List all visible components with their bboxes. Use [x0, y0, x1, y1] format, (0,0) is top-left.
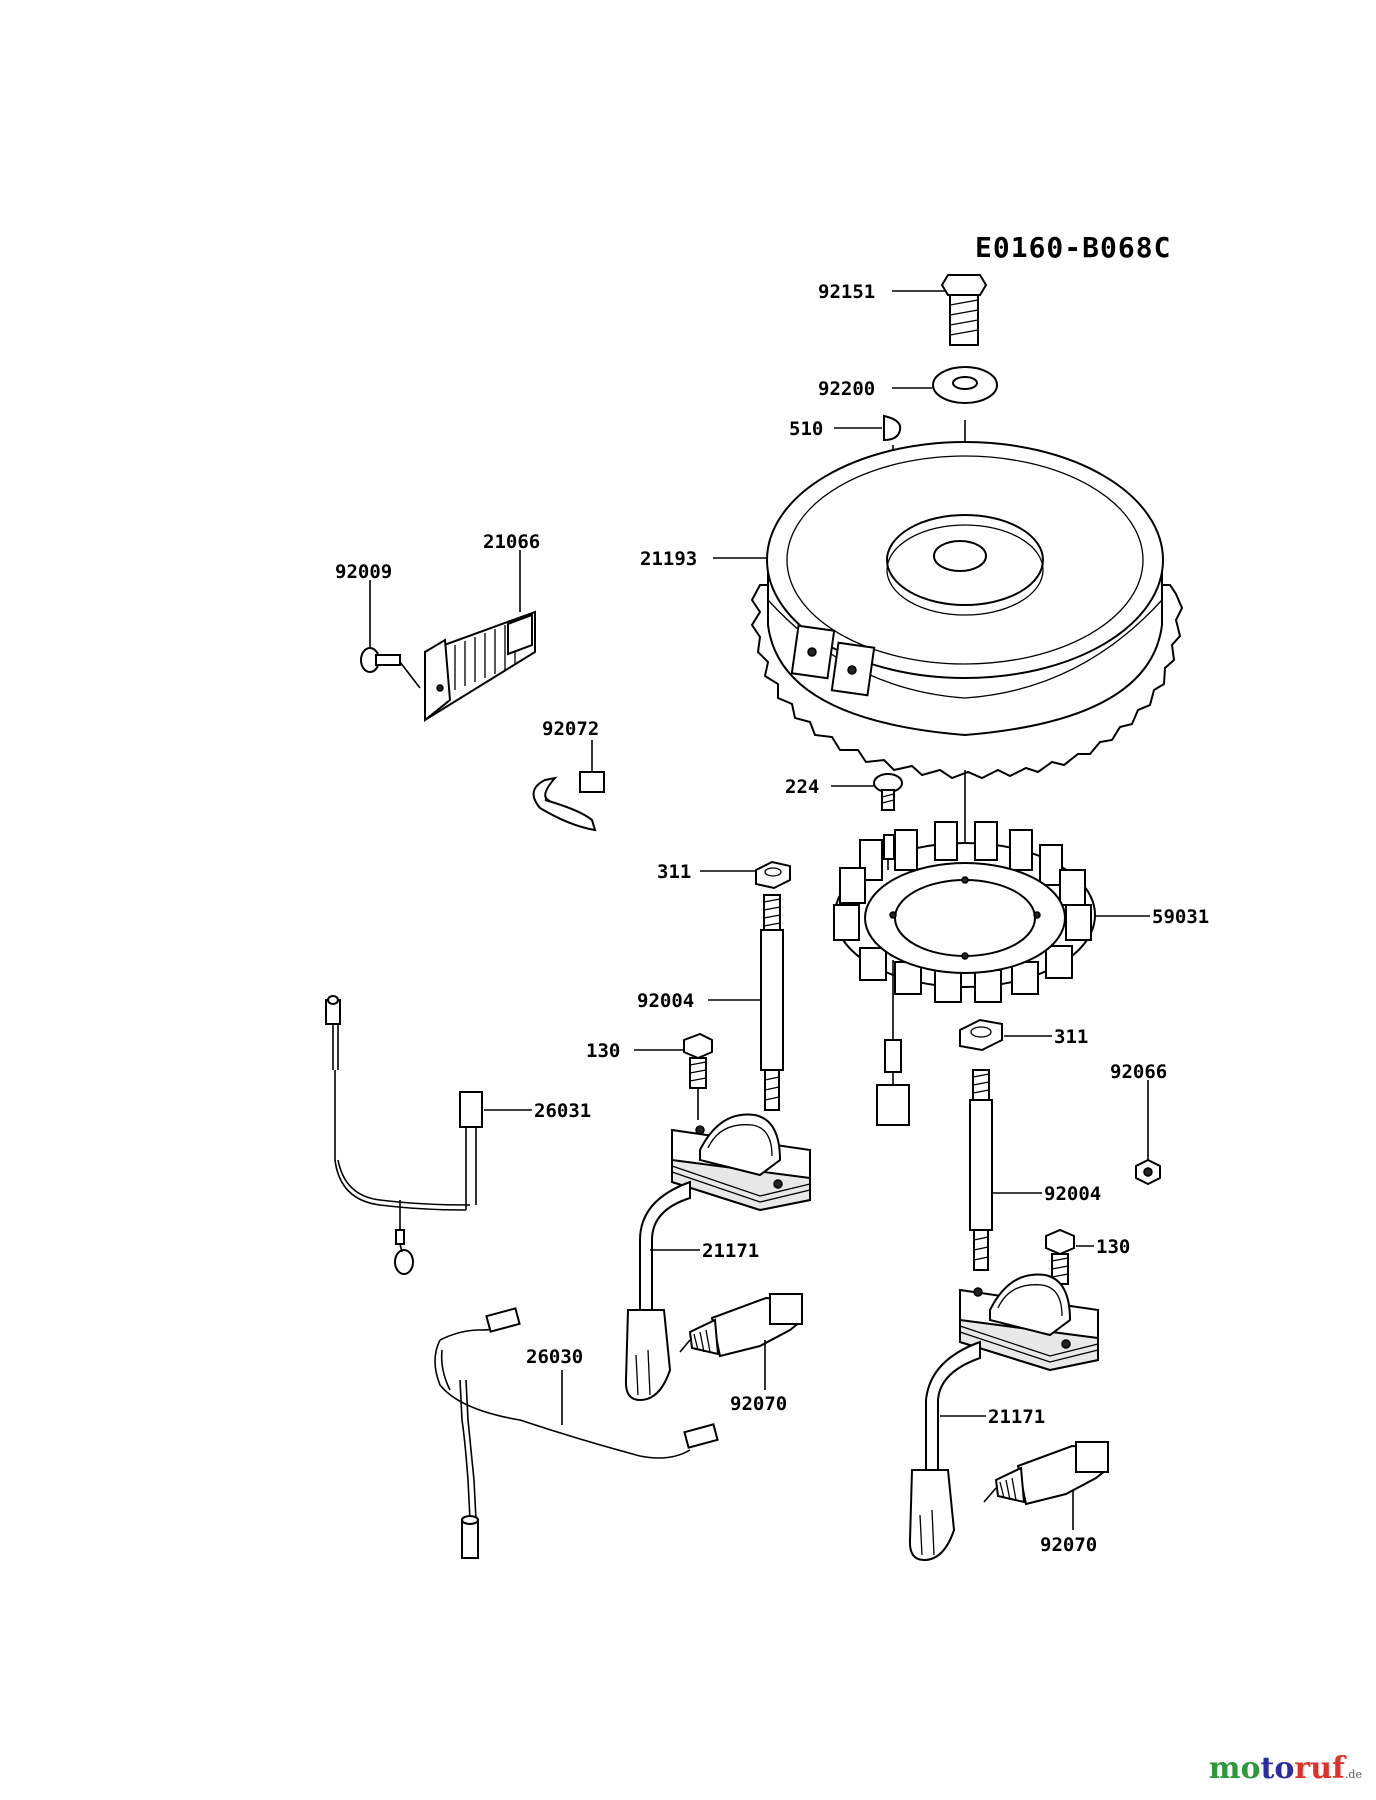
fitting-92066[interactable]: [1135, 1158, 1161, 1186]
nut-311-lower[interactable]: [959, 1018, 1003, 1052]
nut-311-upper[interactable]: [755, 860, 791, 890]
label-92004-right[interactable]: 92004: [1044, 1183, 1101, 1205]
label-510[interactable]: 510: [789, 418, 823, 440]
label-130-left[interactable]: 130: [586, 1040, 620, 1062]
label-92072[interactable]: 92072: [542, 718, 599, 740]
label-92151[interactable]: 92151: [818, 281, 875, 303]
regulator-21066[interactable]: [424, 610, 536, 723]
label-26031[interactable]: 26031: [534, 1100, 591, 1122]
flywheel-21193[interactable]: [750, 441, 1184, 780]
label-92070-right[interactable]: 92070: [1040, 1534, 1097, 1556]
label-130-right[interactable]: 130: [1096, 1236, 1130, 1258]
screw-224[interactable]: [873, 773, 903, 811]
label-92004-left[interactable]: 92004: [637, 990, 694, 1012]
ignition-coil-21171-left[interactable]: [624, 1113, 811, 1402]
site-watermark: motoruf.de: [1208, 1751, 1362, 1786]
label-21066[interactable]: 21066: [483, 531, 540, 553]
label-92200[interactable]: 92200: [818, 378, 875, 400]
lead-26030[interactable]: [434, 1307, 719, 1559]
label-92009[interactable]: 92009: [335, 561, 392, 583]
lead-26031[interactable]: [325, 995, 483, 1275]
key-510[interactable]: [883, 414, 902, 442]
spark-plug-92070-right[interactable]: [983, 1441, 1109, 1506]
diagram-code: E0160-B068C: [975, 231, 1171, 264]
label-311-lower[interactable]: 311: [1054, 1026, 1088, 1048]
label-311-upper[interactable]: 311: [657, 861, 691, 883]
spark-plug-92070-left[interactable]: [679, 1293, 803, 1358]
label-224[interactable]: 224: [785, 776, 819, 798]
label-21193[interactable]: 21193: [640, 548, 697, 570]
clamp-92072[interactable]: [532, 740, 605, 832]
label-92066[interactable]: 92066: [1110, 1061, 1167, 1083]
stator-59031[interactable]: [833, 821, 1096, 1126]
bolt-92151[interactable]: [940, 274, 988, 346]
washer-92200[interactable]: [932, 366, 998, 404]
label-59031[interactable]: 59031: [1152, 906, 1209, 928]
stud-92004-right[interactable]: [969, 1069, 993, 1271]
label-26030[interactable]: 26030: [526, 1346, 583, 1368]
bolt-130-left[interactable]: [683, 1032, 713, 1120]
bolt-130-right[interactable]: [1045, 1228, 1075, 1285]
label-92070-left[interactable]: 92070: [730, 1393, 787, 1415]
label-21171-right[interactable]: 21171: [988, 1406, 1045, 1428]
stud-92004-left[interactable]: [760, 894, 784, 1111]
ignition-coil-21171-right[interactable]: [908, 1273, 1099, 1562]
screw-92009[interactable]: [360, 647, 421, 689]
label-21171-left[interactable]: 21171: [702, 1240, 759, 1262]
